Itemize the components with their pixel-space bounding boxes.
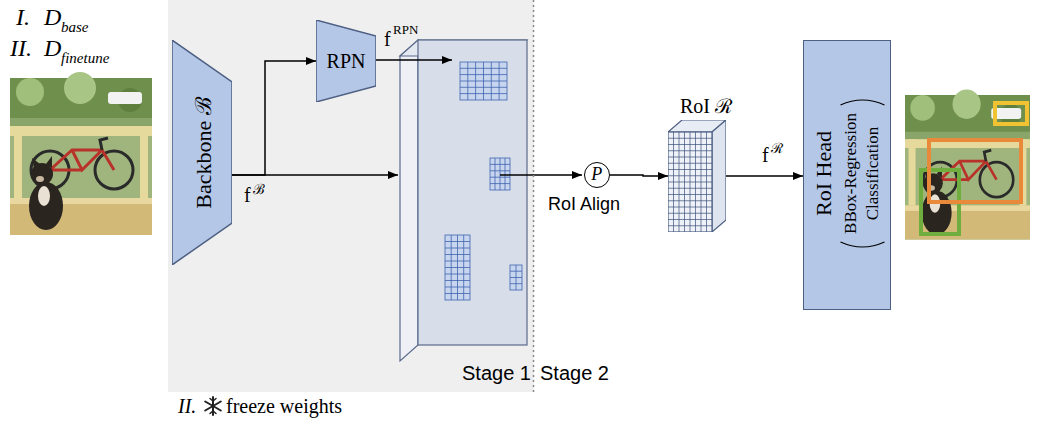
connector-arrow (232, 57, 316, 175)
stage-label: Stage 2 (540, 362, 609, 385)
step-numeral: II. (178, 395, 196, 418)
rotated-group: RoI HeadBBox-RegressionClassification (804, 38, 889, 308)
flow-lines (232, 60, 582, 175)
operation-label: RoI Align (548, 194, 620, 215)
dataset-subscript: base (61, 19, 89, 36)
output-image (905, 89, 1030, 239)
feature-superscript: RPN (393, 22, 418, 38)
stage-divider (533, 0, 535, 392)
dataset-numeral: II. (10, 35, 32, 62)
arrow-head (793, 172, 803, 180)
parenthesis (840, 242, 884, 247)
connector-line (232, 61, 316, 175)
roi-cube-shape (668, 120, 726, 232)
input-image (10, 72, 152, 235)
note-text: freeze weights (226, 395, 342, 418)
dataset-subscript: finetune (61, 50, 109, 67)
cube-grid (668, 132, 712, 232)
pooling-circle: P (584, 162, 610, 188)
rpn-trapezoid: RPN (316, 20, 376, 102)
roi-heading: RoI ℛ (680, 92, 732, 119)
cube-side (712, 120, 726, 232)
trapezoid-outline (316, 20, 376, 102)
box-heading: RoI Head (810, 131, 836, 216)
feature-symbol: f (244, 184, 251, 207)
feature-superscript: ℛ (771, 138, 783, 157)
stage-label: Stage 1 (462, 362, 531, 385)
trapezoid-outline (172, 40, 232, 265)
box-item: BBox-Regression (840, 113, 860, 234)
box-label: RPN (327, 50, 366, 73)
dataset-numeral: I. (16, 4, 30, 31)
dataset-symbol: D (44, 35, 61, 62)
feature-map (400, 40, 527, 361)
feature-superscript: ℬ (253, 179, 265, 198)
roi-cube: RoI ℛ (668, 120, 726, 232)
connector-line (726, 175, 803, 177)
feature-symbol: f (384, 28, 391, 51)
arrow-head (306, 57, 316, 65)
cube-front (668, 132, 712, 232)
connector-arrow (610, 172, 668, 180)
backbone-trapezoid: Backbone ℬ (172, 40, 232, 265)
feature-symbol: f (762, 144, 769, 167)
parenthesis (840, 100, 884, 105)
box-label: Backbone ℬ (187, 97, 217, 208)
connector-arrow (726, 172, 803, 180)
dataset-symbol: D (44, 4, 61, 31)
box-item: Classification (862, 126, 882, 219)
arrow-head (658, 172, 668, 180)
pooling-symbol: P (591, 164, 602, 185)
snowflake-icon (205, 397, 221, 415)
roi-head-box: RoI HeadBBox-RegressionClassification (803, 40, 891, 310)
